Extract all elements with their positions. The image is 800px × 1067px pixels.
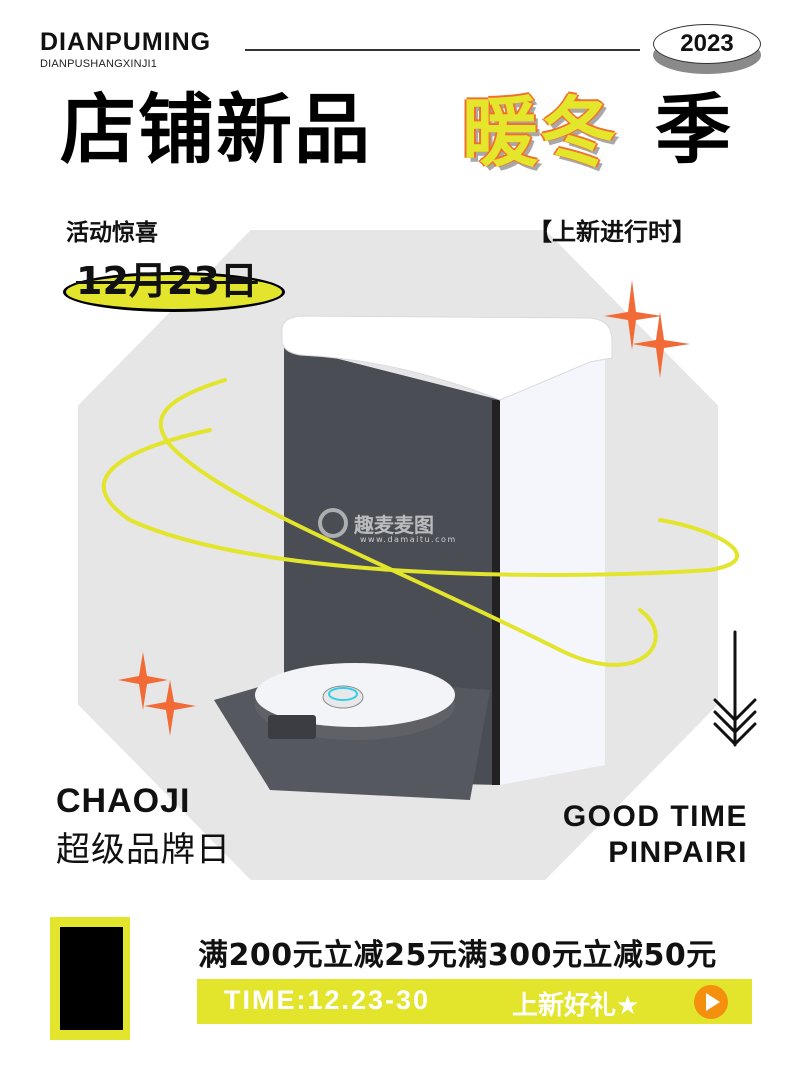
year-badge: 2023 — [653, 24, 761, 74]
promo-label: 活动惊喜 — [66, 220, 158, 246]
watermark-url: www.damaitu.com — [360, 535, 457, 544]
promo-tagline: 【上新进行时】 — [528, 218, 696, 246]
watermark-text: 趣麦麦图 — [354, 512, 434, 537]
black-box-inner — [60, 927, 123, 1030]
watermark-logo-icon — [318, 508, 348, 538]
right-caption-line1: GOOD TIME — [562, 800, 748, 833]
right-caption-line2: PINPAIRI — [608, 836, 748, 869]
decorative-black-box — [50, 917, 130, 1040]
date-ellipse — [63, 272, 285, 312]
play-icon[interactable] — [694, 985, 728, 1019]
left-caption-en: CHAOJI — [56, 782, 191, 820]
gift-label: 上新好礼★ — [512, 991, 640, 1021]
left-caption-cn: 超级品牌日 — [56, 830, 231, 870]
year-label: 2023 — [653, 24, 761, 64]
brand-subtitle: DIANPUSHANGXINJI1 — [40, 58, 158, 70]
time-label: TIME:12.23-30 — [224, 985, 431, 1015]
headline-end: 季 — [655, 85, 731, 174]
brand-name: DIANPUMING — [40, 28, 212, 56]
offer-text: 满200元立减25元满300元立减50元 — [198, 938, 717, 973]
headline-highlight: 暖冬 — [462, 88, 618, 177]
headline-main: 店铺新品 — [60, 85, 372, 174]
promo-date: 12月23日 — [76, 259, 258, 303]
header-rule — [245, 49, 640, 51]
arrow-down-icon — [713, 630, 757, 747]
time-bar[interactable]: TIME:12.23-30 上新好礼★ — [197, 979, 752, 1024]
watermark: 趣麦麦图 — [318, 508, 434, 538]
